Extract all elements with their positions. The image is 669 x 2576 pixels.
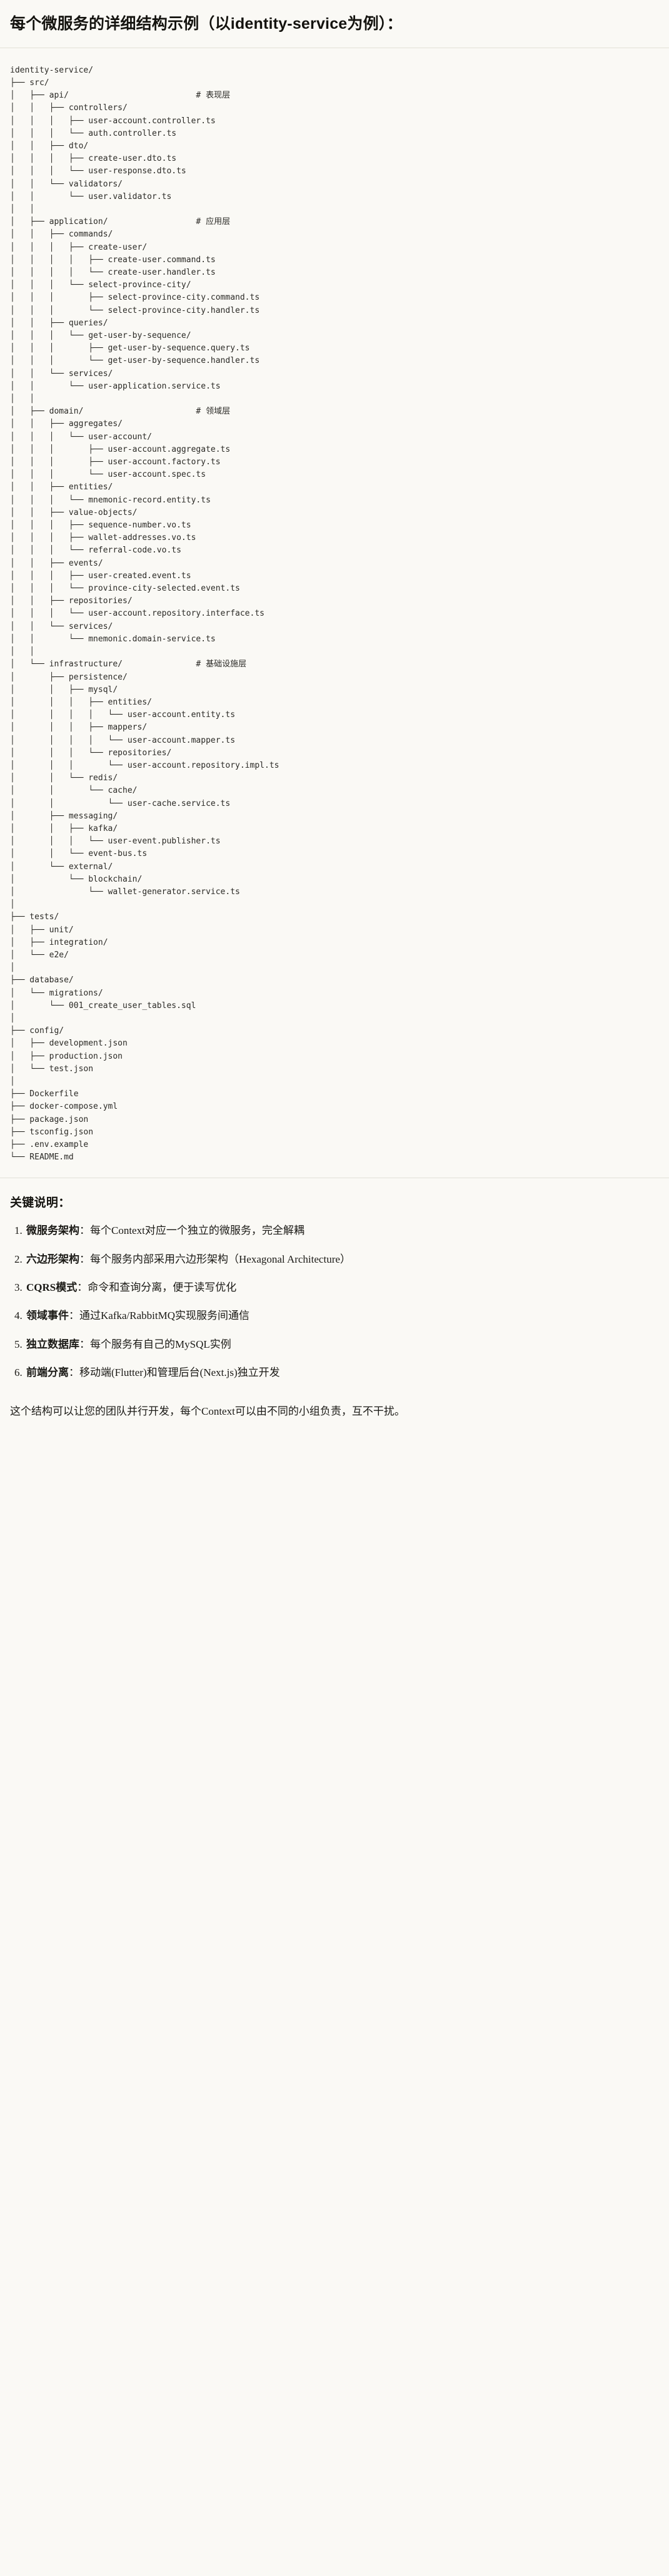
note-separator: ： [79,1253,90,1265]
key-notes-section: 关键说明： 微服务架构：每个Context对应一个独立的微服务，完全解耦 六边形… [0,1178,669,1399]
note-description: 每个服务内部采用六边形架构（Hexagonal Architecture） [90,1253,351,1265]
directory-tree: identity-service/ ├── src/ │ ├── api/ # … [10,65,279,1163]
note-term: 前端分离 [26,1367,69,1379]
note-term: 六边形架构 [26,1253,79,1265]
list-item: 前端分离：移动端(Flutter)和管理后台(Next.js)独立开发 [25,1365,659,1381]
closing-paragraph: 这个结构可以让您的团队并行开发，每个Context可以由不同的小组负责，互不干扰… [10,1405,405,1418]
list-item: 微服务架构：每个Context对应一个独立的微服务，完全解耦 [25,1223,659,1239]
note-separator: ： [69,1310,79,1322]
key-notes-title: 关键说明： [10,1196,71,1210]
list-item: CQRS模式：命令和查询分离，便于读写优化 [25,1280,659,1296]
note-description: 每个服务有自己的MySQL实例 [90,1338,231,1350]
key-notes-list: 微服务架构：每个Context对应一个独立的微服务，完全解耦 六边形架构：每个服… [10,1223,659,1381]
note-term: 领域事件 [26,1310,69,1322]
note-separator: ： [69,1367,79,1379]
note-description: 每个Context对应一个独立的微服务，完全解耦 [90,1224,304,1237]
list-item: 六边形架构：每个服务内部采用六边形架构（Hexagonal Architectu… [25,1251,659,1268]
note-term: 独立数据库 [26,1338,79,1350]
list-item: 领域事件：通过Kafka/RabbitMQ实现服务间通信 [25,1308,659,1324]
page-title: 每个微服务的详细结构示例（以identity-service为例）： [10,15,403,33]
note-separator: ： [79,1338,90,1350]
note-description: 通过Kafka/RabbitMQ实现服务间通信 [79,1310,249,1322]
code-block-directory-tree: identity-service/ ├── src/ │ ├── api/ # … [0,48,669,1178]
list-item: 独立数据库：每个服务有自己的MySQL实例 [25,1336,659,1353]
note-term: CQRS模式 [26,1281,78,1294]
note-separator: ： [77,1281,88,1294]
note-description: 命令和查询分离，便于读写优化 [88,1281,237,1294]
document-page: 每个微服务的详细结构示例（以identity-service为例）： ident… [0,0,669,1437]
note-separator: ： [79,1224,90,1237]
note-description: 移动端(Flutter)和管理后台(Next.js)独立开发 [79,1367,280,1379]
note-term: 微服务架构 [26,1224,79,1237]
